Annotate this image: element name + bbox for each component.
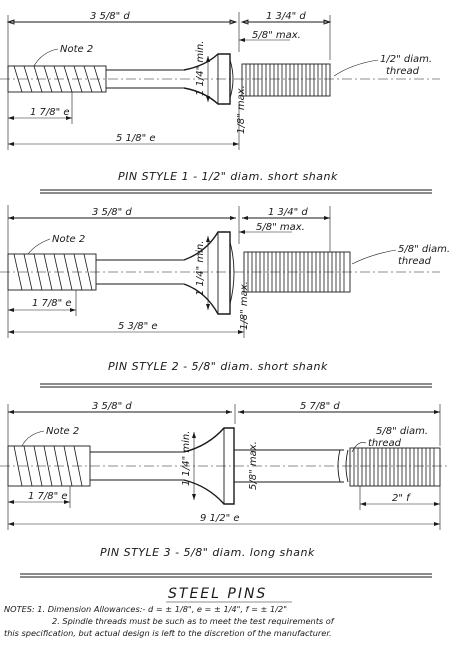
dim-text-max: 5/8" max. — [252, 30, 301, 41]
thread-label-1: 5/8" diam. — [376, 426, 428, 437]
thread-label-2: thread — [368, 438, 402, 449]
dim-text-head-min: 1 1/4" min. — [195, 241, 206, 296]
thread-label-2: thread — [386, 66, 420, 77]
dim-text-collar-max: 1/8" max. — [239, 281, 250, 330]
note-label: Note 2 — [60, 44, 93, 55]
notes-line-2: 2. Spindle threads must be such as to me… — [52, 616, 335, 626]
notes-line-1: NOTES: 1. Dimension Allowances:- d = ± 1… — [4, 604, 287, 614]
dim-text-head-min: 1 1/4" min. — [195, 41, 206, 96]
dim-text-e-short: 1 7/8" e — [28, 491, 68, 502]
pin-style-3: 3 5/8" d 5 7/8" d 1 1/4" min. 5/8" max. … — [0, 401, 450, 578]
dim-text-d-left: 3 5/8" d — [92, 207, 132, 218]
spindle-right — [349, 447, 441, 487]
dim-text-collar-max: 5/8" max. — [248, 441, 259, 490]
dim-text-d-right: 5 7/8" d — [300, 401, 340, 412]
caption-pin-3: PIN STYLE 3 - 5/8" diam. long shank — [100, 546, 315, 559]
dim-text-f: 2" f — [392, 493, 411, 504]
notes-line-3: this specification, but actual design is… — [4, 628, 332, 638]
dim-text-e-total: 5 3/8" e — [118, 321, 158, 332]
note-label: Note 2 — [52, 234, 85, 245]
pin-collar — [183, 231, 231, 315]
dim-text-e-short: 1 7/8" e — [32, 298, 72, 309]
dim-text-d-left: 3 5/8" d — [90, 11, 130, 22]
dim-text-max: 5/8" max. — [256, 222, 305, 233]
thread-label-2: thread — [398, 256, 432, 267]
drawing-title: STEEL PINS — [168, 586, 267, 602]
caption-pin-1: PIN STYLE 1 - 1/2" diam. short shank — [118, 170, 338, 183]
dim-text-e-total: 9 1/2" e — [200, 513, 240, 524]
dim-text-collar-max: 1/8" max. — [236, 85, 247, 134]
note-label: Note 2 — [46, 426, 79, 437]
caption-pin-2: PIN STYLE 2 - 5/8" diam. short shank — [108, 360, 328, 373]
pin-style-1: 3 5/8" d 1 3/4" d 5/8" max. 1 1/4" min. … — [0, 11, 440, 194]
thread-label-1: 5/8" diam. — [398, 244, 450, 255]
dim-text-d-right: 1 3/4" d — [268, 207, 308, 218]
dim-text-e-total: 5 1/8" e — [116, 133, 156, 144]
pin-style-2: 3 5/8" d 1 3/4" d 5/8" max. 1 1/4" min. … — [0, 205, 450, 388]
dim-text-d-right: 1 3/4" d — [266, 11, 306, 22]
dim-text-d-left: 3 5/8" d — [92, 401, 132, 412]
thread-label-1: 1/2" diam. — [380, 54, 432, 65]
dim-text-e-short: 1 7/8" e — [30, 107, 70, 118]
dim-text-head-min: 1 1/4" min. — [181, 431, 192, 486]
